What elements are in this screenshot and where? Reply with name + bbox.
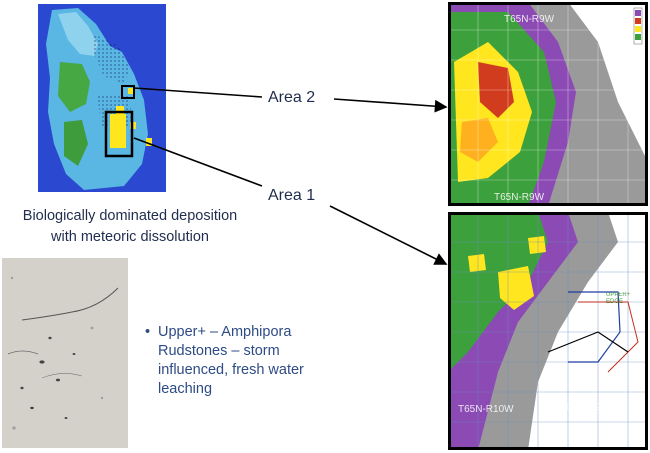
caption-line-2: with meteoric dissolution: [51, 229, 209, 245]
core-sample-photo: [2, 258, 128, 448]
bullet-line-3: influenced, fresh water: [158, 362, 304, 378]
area1-edge-label: UPPER+ EDGE: [606, 292, 631, 305]
facies-bullet: • Upper+ – Amphipora Rudstones – storm i…: [145, 323, 375, 399]
area1-detail-map: [448, 212, 648, 450]
area1-source-line: [133, 137, 263, 187]
area1-right-township-label: T65N-R9W: [560, 402, 611, 413]
bullet-marker: •: [145, 324, 151, 340]
area1-label: Area 1: [268, 187, 316, 204]
deposition-caption: Biologically dominated deposition with m…: [0, 206, 260, 248]
area2-arrow: [333, 98, 448, 113]
bullet-line-1: Upper+ – Amphipora: [158, 324, 292, 340]
area2-source-line: [133, 87, 263, 98]
area2-top-township-label: T65N-R9W: [504, 14, 555, 25]
area2-label: Area 2: [268, 89, 316, 106]
overview-basin-map: [38, 4, 166, 192]
bullet-line-4: leaching: [158, 381, 213, 397]
bullet-line-2: Rudstones – storm: [158, 343, 280, 359]
caption-line-1: Biologically dominated deposition: [22, 208, 238, 224]
area2-detail-map: [448, 2, 648, 206]
area1-left-township-label: T65N-R10W: [458, 404, 514, 415]
area2-bottom-township-label: T65N-R9W: [494, 192, 545, 203]
area1-arrow: [329, 205, 448, 265]
